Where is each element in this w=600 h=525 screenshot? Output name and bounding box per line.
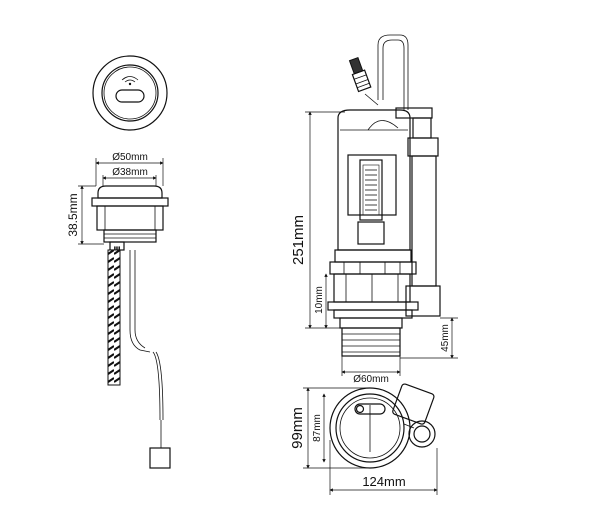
spring-cable: [107, 249, 121, 386]
svg-text:▮▮▮: ▮▮▮: [114, 245, 121, 250]
dim-thread-height: 45mm: [440, 324, 451, 352]
valve-side-view: 251mm 10mm 45mm Ø60mm: [290, 34, 458, 385]
dim-base-depth-outer: 99mm: [289, 407, 306, 449]
dim-thread-diameter: Ø60mm: [353, 374, 389, 385]
dim-base-depth-inner: 87mm: [312, 414, 323, 442]
dim-base-width: 124mm: [362, 474, 405, 489]
dim-valve-height: 251mm: [290, 215, 307, 265]
button-top-view: [92, 55, 168, 131]
float-scale: [362, 164, 380, 216]
button-side-view: Ø50mm Ø38mm ▮▮▮ 38.5mm: [66, 152, 171, 469]
dim-button-inner: Ø38mm: [112, 167, 148, 178]
dim-base-height: 10mm: [314, 286, 325, 314]
dim-button-outer: Ø50mm: [112, 152, 148, 163]
dim-button-height: 38.5mm: [66, 193, 80, 236]
valve-bottom-view: 99mm 87mm 124mm: [289, 383, 438, 495]
wifi-icon: [121, 76, 139, 86]
